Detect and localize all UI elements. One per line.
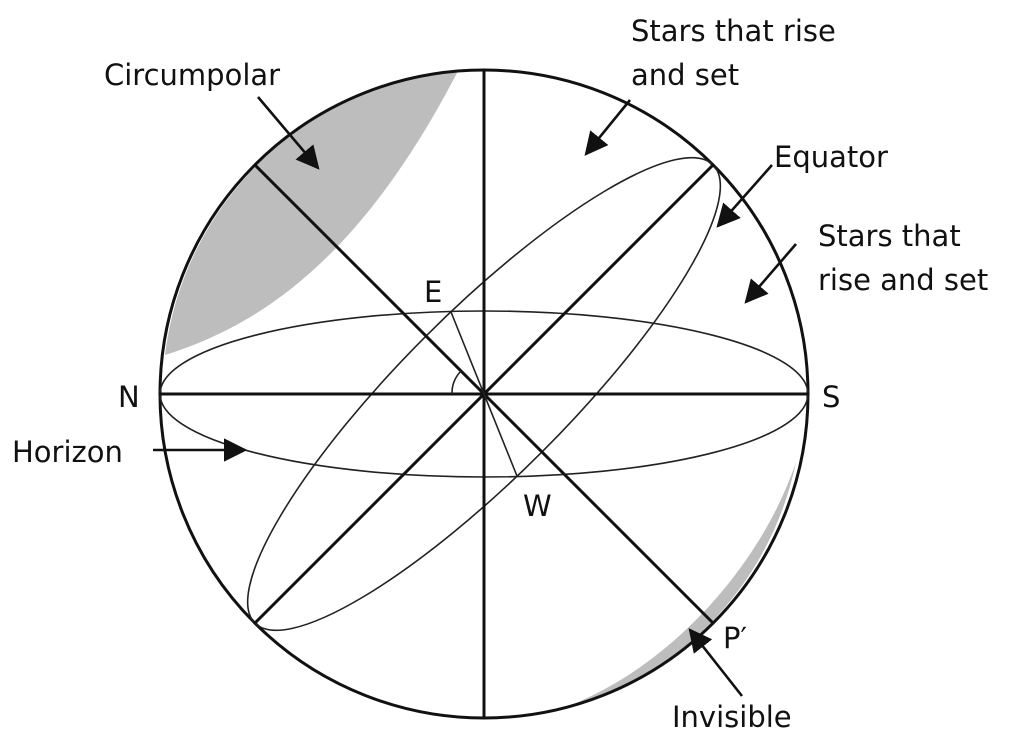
label-invisible: Invisible [672, 700, 792, 733]
label-north: N [118, 380, 140, 414]
label-south: S [822, 380, 840, 414]
label-rise-set-top-line2: and set [631, 58, 739, 92]
east-west-line [450, 311, 518, 477]
label-circumpolar: Circumpolar [104, 58, 280, 92]
invisible-arrow [688, 628, 744, 697]
latitude-angle-arc [451, 370, 462, 395]
label-equator: Equator [774, 140, 888, 174]
label-pole-prime: P′ [723, 621, 747, 655]
label-rise-set-top-line1: Stars that rise [631, 14, 836, 48]
label-horizon: Horizon [12, 435, 123, 469]
rise-set-top-arrow [584, 99, 632, 156]
equator-arrow [716, 164, 773, 228]
label-east: E [424, 275, 442, 309]
rise-set-right-arrow [744, 243, 797, 304]
circumpolar-arrow [257, 96, 320, 170]
label-rise-set-right-line1: Stars that [818, 219, 961, 253]
label-west: W [523, 489, 552, 523]
invisible-region [545, 462, 796, 714]
circumpolar-region [165, 71, 458, 355]
label-rise-set-right-line2: rise and set [818, 263, 988, 297]
